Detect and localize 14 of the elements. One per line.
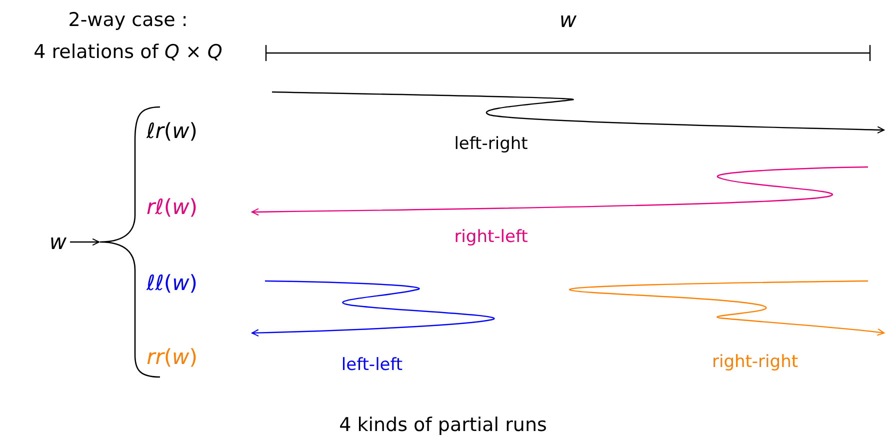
diagram-title: 2-way case : <box>68 9 188 31</box>
run-label: right-left <box>454 227 528 247</box>
relation-heading: 4 relations of Q × Q <box>34 41 222 63</box>
relation-label: rr(w) <box>146 345 198 369</box>
run-label: left-right <box>454 134 528 154</box>
arrow <box>70 238 100 246</box>
diagram-caption: 4 kinds of partial runs <box>339 414 547 436</box>
word-label: w <box>559 8 577 32</box>
relation-label: ℓℓ(w) <box>146 271 198 295</box>
run-label: right-right <box>712 352 798 372</box>
relation-label: rℓ(w) <box>146 195 198 219</box>
input-word: w <box>49 230 67 254</box>
relation-label: ℓr(w) <box>146 119 198 143</box>
run-label: left-left <box>341 355 403 375</box>
